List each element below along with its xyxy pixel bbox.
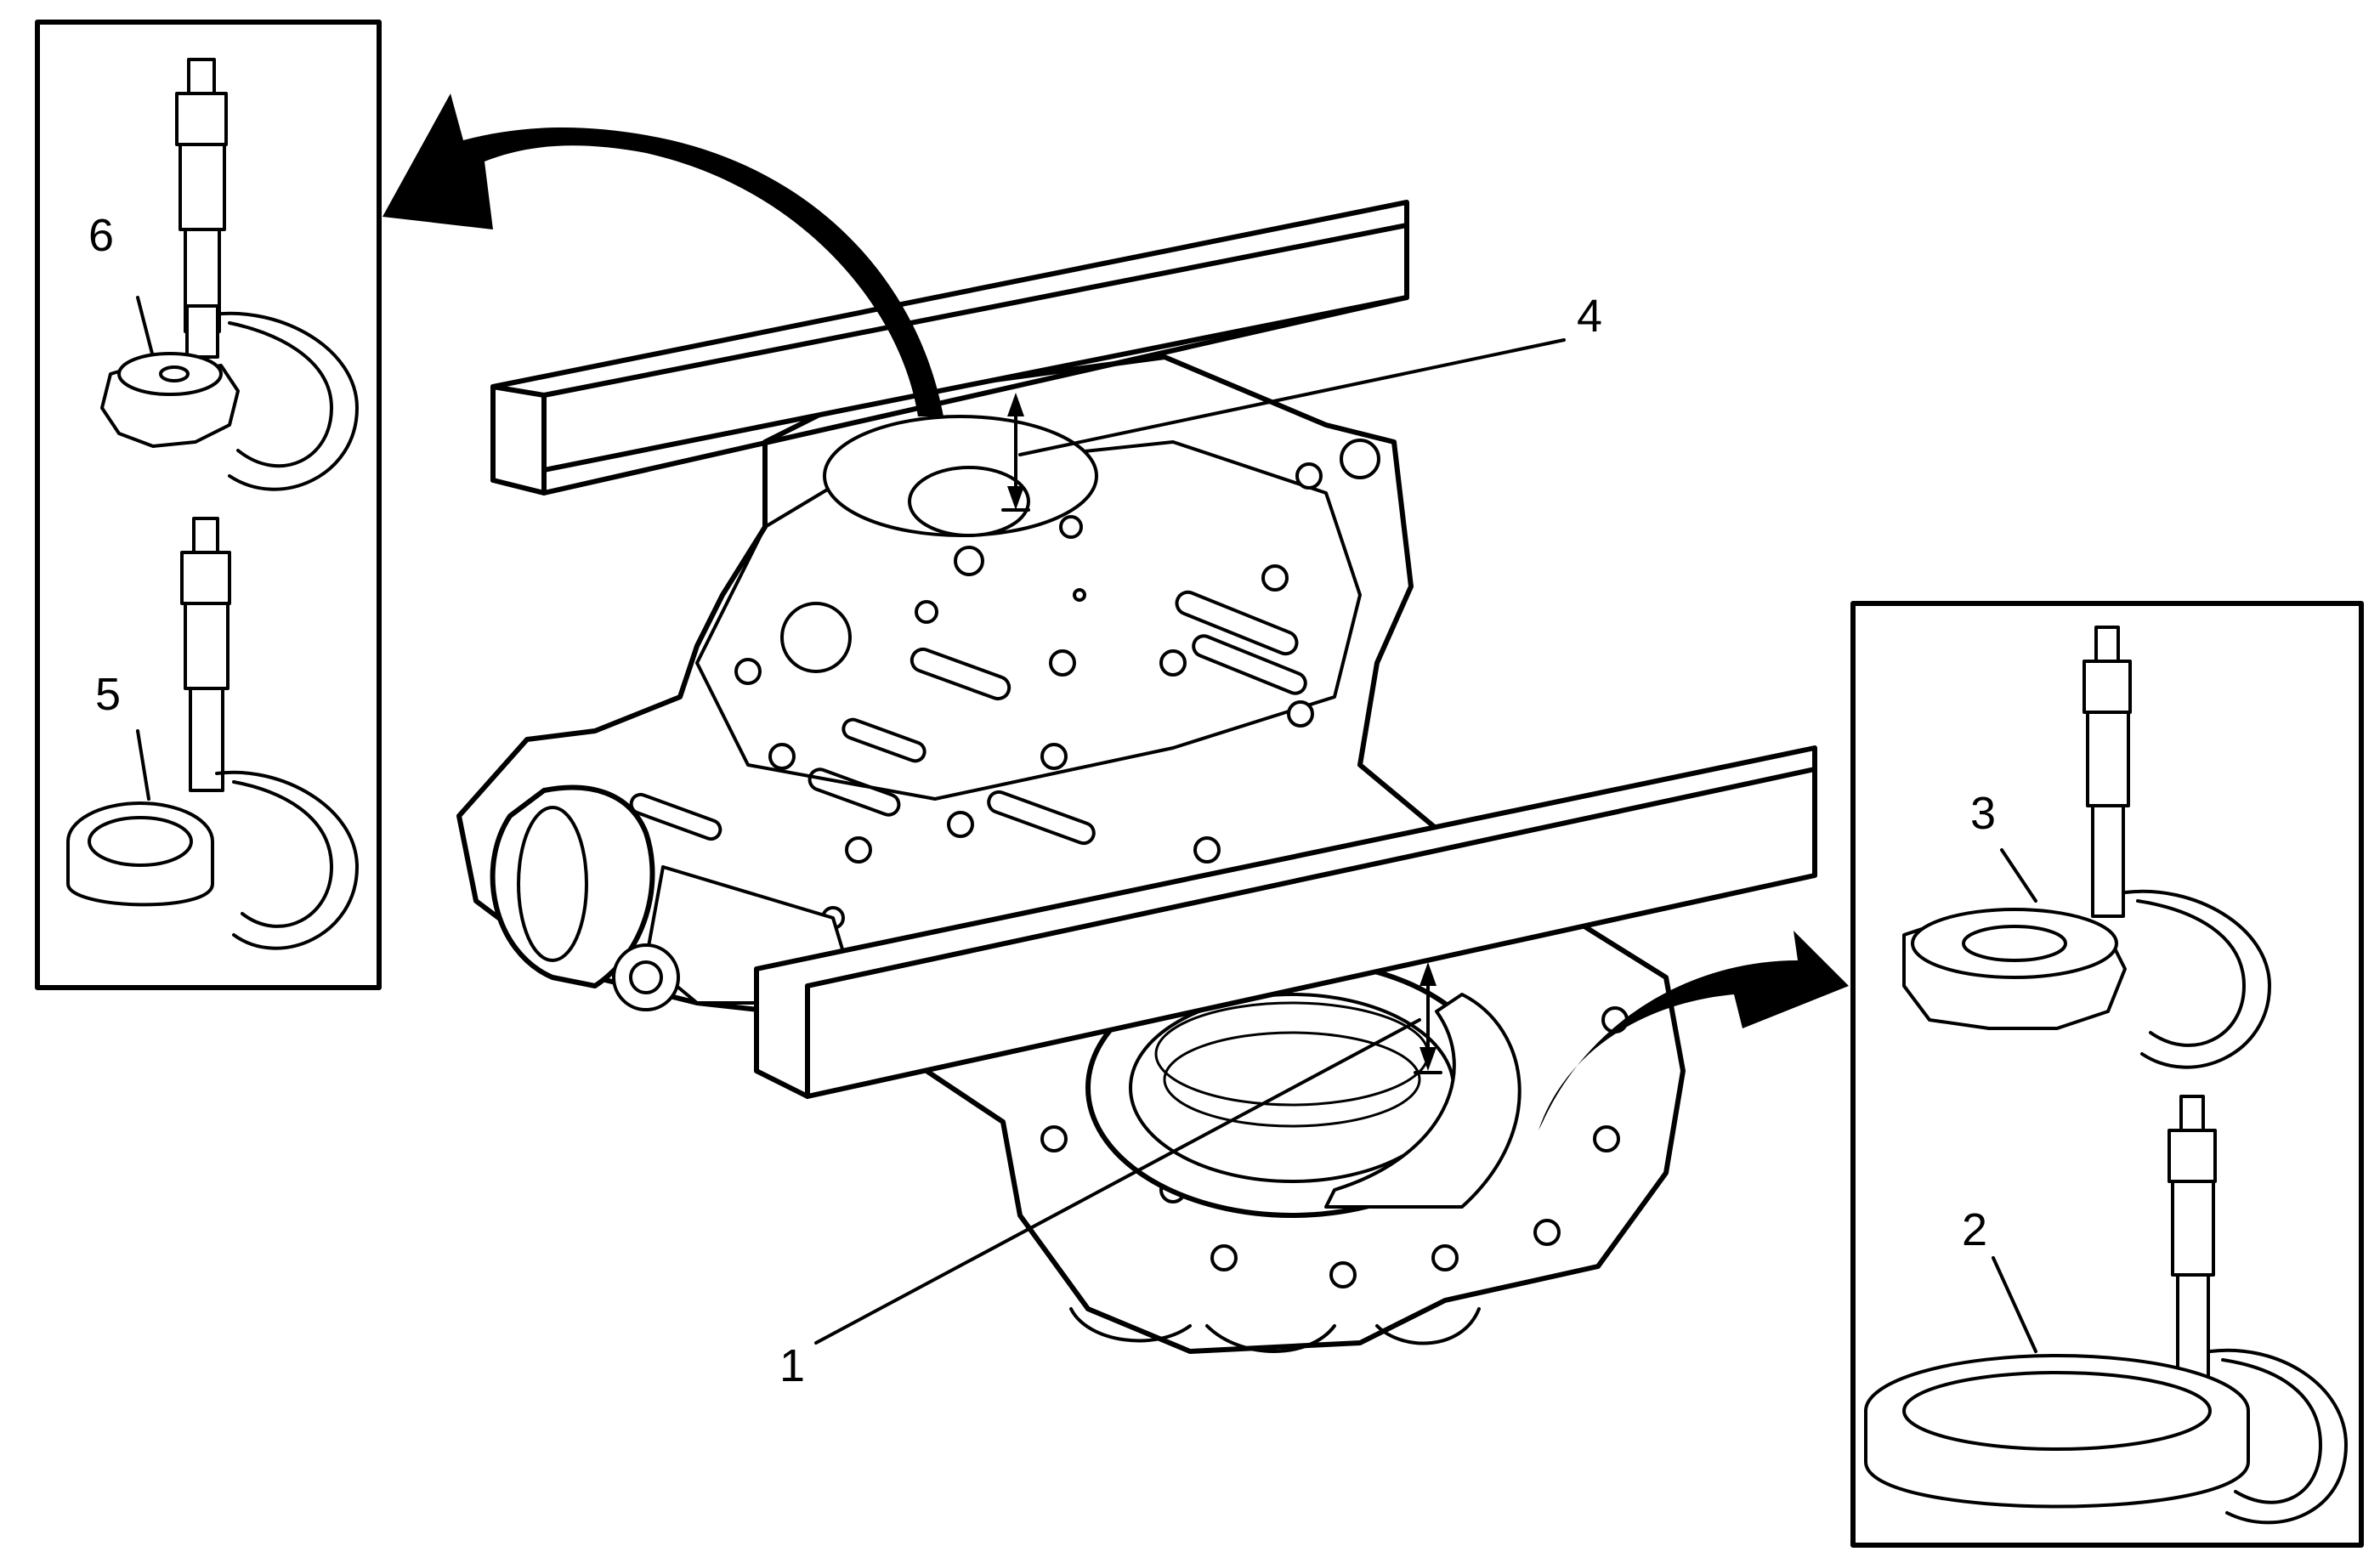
left-inset-panel: 6 5: [35, 20, 382, 990]
callout-5: 5: [95, 669, 121, 720]
micrometer-6: [175, 58, 359, 491]
inner-gear-6: [100, 352, 240, 448]
upper-curved-arrow: [382, 93, 944, 416]
micrometer-5: [180, 517, 359, 950]
leader-lines: [136, 296, 2037, 1353]
callout-2: 2: [1962, 1204, 1987, 1255]
callout-1: 1: [779, 1340, 805, 1391]
callout-6: 6: [88, 210, 114, 261]
callout-4: 4: [1577, 291, 1602, 342]
right-inset-panel: 3 2: [1850, 601, 2364, 1548]
upper-clearance-arrow: [1001, 393, 1030, 512]
micrometer-3: [2082, 626, 2271, 1069]
lower-curved-arrow: [1538, 931, 1849, 1130]
outer-gear-5: [66, 801, 214, 907]
lower-straightedge: [754, 745, 1817, 1099]
callout-3: 3: [1970, 788, 1996, 839]
lower-clearance-arrow: [1414, 962, 1442, 1074]
inner-gear-3: [1902, 908, 2127, 1030]
upper-straightedge: [490, 200, 1409, 496]
outer-gear-2: [1864, 1354, 2250, 1509]
